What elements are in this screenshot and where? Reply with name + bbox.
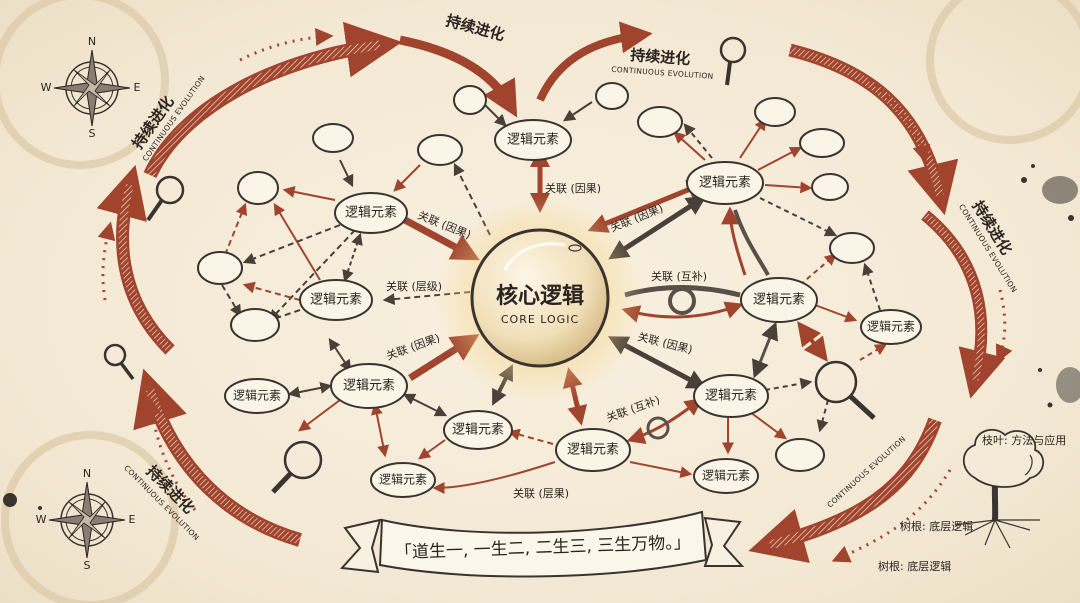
svg-text:逻辑元素: 逻辑元素 [507, 133, 559, 148]
svg-text:逻辑元素: 逻辑元素 [345, 206, 397, 221]
relation-label: 关联 (互补) [651, 269, 707, 283]
svg-text:逻辑元素: 逻辑元素 [343, 379, 395, 394]
svg-text:逻辑元素: 逻辑元素 [310, 293, 362, 308]
svg-text:逻辑元素: 逻辑元素 [867, 320, 915, 334]
logic-element-nodes: 逻辑元素 逻辑元素 逻辑元素 逻辑元素 逻辑元素 逻辑元素 逻辑元素 逻辑元素 … [224, 119, 922, 498]
core-logic-sphere: 核心逻辑 CORE LOGIC [435, 195, 645, 405]
tree-leaves-label: 枝叶: 方法与应用 [982, 433, 1066, 447]
svg-text:逻辑元素: 逻辑元素 [233, 389, 281, 403]
quote-banner: 「道生一, 一生二, 二生三, 三生万物。」 [339, 510, 745, 578]
relation-label: 关联 (因果) [545, 181, 601, 195]
logic-element-node: 逻辑元素 [740, 277, 818, 323]
node-connectors [221, 101, 888, 494]
svg-text:持续进化: 持续进化 [444, 11, 507, 44]
svg-text:N: N [83, 467, 91, 480]
svg-text:逻辑元素: 逻辑元素 [705, 389, 757, 404]
tree-illustration: 枝叶: 方法与应用 树根: 底层逻辑 树根: 底层逻辑 [878, 428, 1066, 573]
evolution-cycle-arrows [96, 21, 1013, 563]
logic-element-node: 逻辑元素 [494, 119, 572, 161]
tree-roots-label-2: 树根: 底层逻辑 [878, 559, 951, 573]
evolution-label-top: 持续进化 [444, 11, 507, 44]
logic-element-node: 逻辑元素 [555, 428, 631, 472]
relation-label: 关联 (因果) [636, 329, 694, 356]
relation-label: 关联 (因果) [416, 208, 473, 242]
evolution-label-top-right: 持续进化 CONTINUOUS EVOLUTION [611, 46, 714, 81]
logic-element-node: 逻辑元素 [860, 309, 922, 345]
svg-text:N: N [88, 35, 96, 48]
magnifier-icons [103, 36, 876, 494]
core-title: 核心逻辑 [496, 283, 584, 309]
evolution-label-lower-left: 持续进化 CONTINUOUS EVOLUTION [122, 462, 201, 542]
relation-label: 关联 (层果) [513, 486, 569, 500]
ink-splatters [3, 164, 1080, 510]
core-subtitle: CORE LOGIC [501, 313, 579, 326]
svg-text:S: S [89, 127, 96, 140]
logic-element-node: 逻辑元素 [334, 192, 408, 234]
tree-roots-label: 树根: 底层逻辑 [900, 519, 973, 533]
logic-element-node: 逻辑元素 [693, 374, 769, 418]
svg-text:逻辑元素: 逻辑元素 [753, 293, 805, 308]
svg-text:E: E [134, 81, 141, 94]
compass-rose-top: N E S W [41, 35, 141, 140]
svg-text:逻辑元素: 逻辑元素 [567, 443, 619, 458]
svg-text:逻辑元素: 逻辑元素 [702, 469, 750, 483]
logic-element-node: 逻辑元素 [370, 462, 436, 498]
svg-text:W: W [41, 81, 52, 94]
logic-element-node: 逻辑元素 [443, 410, 513, 450]
blank-nodes [197, 82, 875, 472]
svg-text:逻辑元素: 逻辑元素 [379, 473, 427, 487]
svg-text:S: S [84, 559, 91, 572]
svg-text:W: W [36, 513, 47, 526]
logic-element-node: 逻辑元素 [330, 363, 408, 409]
svg-text:E: E [129, 513, 136, 526]
logic-element-node: 逻辑元素 [686, 161, 764, 205]
svg-text:持续进化: 持续进化 [630, 46, 691, 68]
compass-rose-bottom: N E S W [36, 467, 136, 572]
relation-label: 关联 (因果) [384, 330, 441, 362]
relation-label: 关联 (层级) [386, 279, 442, 293]
svg-text:逻辑元素: 逻辑元素 [699, 176, 751, 191]
svg-text:CONTINUOUS EVOLUTION: CONTINUOUS EVOLUTION [611, 65, 714, 81]
logic-element-node: 逻辑元素 [693, 458, 759, 494]
logic-element-node: 逻辑元素 [299, 279, 373, 321]
logic-element-node: 逻辑元素 [224, 378, 290, 414]
svg-text:逻辑元素: 逻辑元素 [452, 423, 504, 438]
